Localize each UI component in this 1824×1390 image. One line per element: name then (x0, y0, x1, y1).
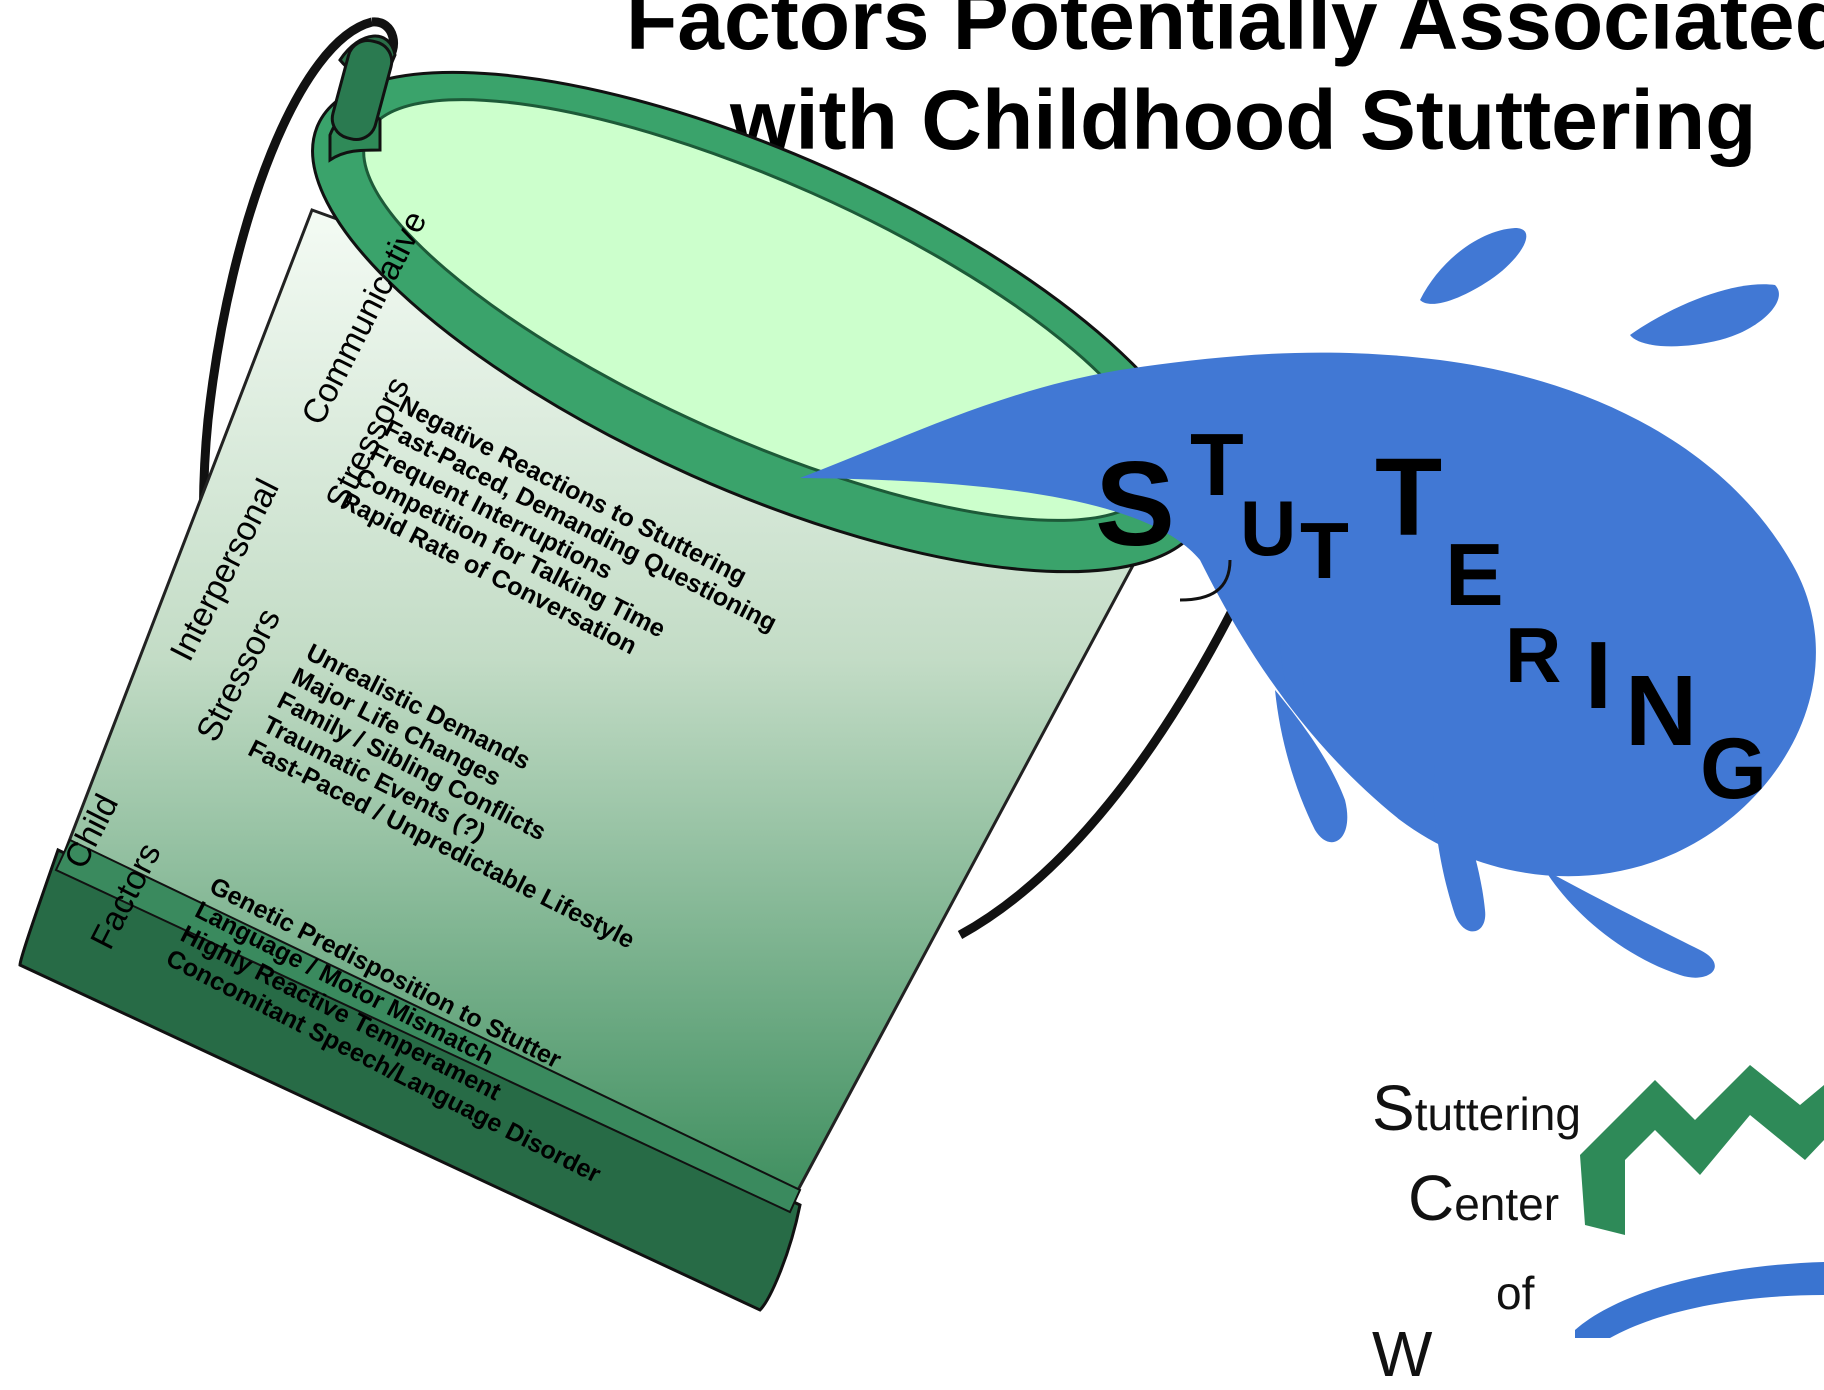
splash-letter: G (1700, 721, 1767, 817)
bucket-base-icon (18, 847, 802, 1312)
water-drop-icon (1420, 228, 1527, 304)
logo-line-4: W (1372, 1318, 1433, 1390)
mountain-logo-icon (1580, 1065, 1824, 1235)
splash-letter: T (1190, 415, 1244, 514)
logo-line-1: Stuttering (1372, 1076, 1581, 1140)
water-splash-icon (800, 352, 1816, 877)
splash-letter: T (1375, 436, 1442, 559)
logo-word-tuttering: tuttering (1414, 1088, 1581, 1140)
splash-letter: U (1240, 484, 1296, 572)
logo-word-enter: enter (1454, 1178, 1560, 1230)
splash-letter: N (1625, 655, 1697, 767)
splash-letter: I (1585, 622, 1612, 729)
splash-letter: E (1445, 525, 1504, 624)
logo-initial-c: C (1408, 1162, 1455, 1234)
splash-letter: T (1300, 506, 1349, 595)
splash-letter: R (1505, 611, 1561, 699)
logo-line-2: Center (1408, 1166, 1559, 1230)
river-logo-icon (1575, 1262, 1824, 1338)
logo-initial-s: S (1372, 1072, 1415, 1144)
page-title-line-2: with Childhood Stuttering (730, 73, 1757, 167)
splash-letter: S (1095, 437, 1175, 571)
logo-line-3: of (1496, 1267, 1535, 1319)
page-title-line-1: Factors Potentially Associated (626, 0, 1824, 67)
